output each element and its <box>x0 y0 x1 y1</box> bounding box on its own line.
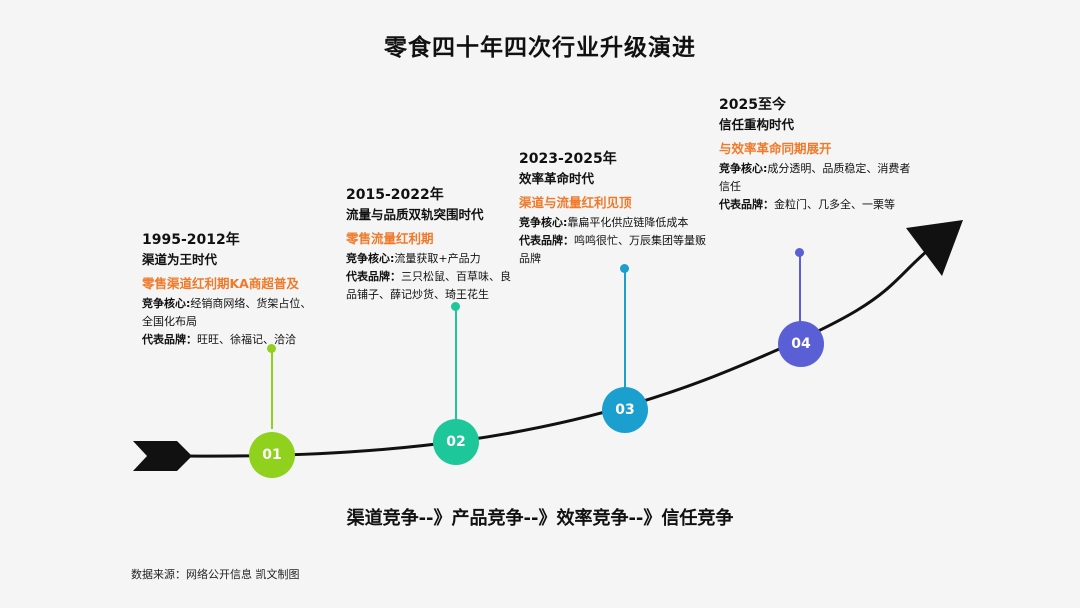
stage-era: 流量与品质双轨突围时代 <box>346 207 484 222</box>
core-label: 竞争核心: <box>142 297 191 310</box>
core-text: 靠扁平化供应链降低成本 <box>567 216 689 229</box>
stage-era: 效率革命时代 <box>519 171 595 186</box>
stage-info-04: 2025至今 信任重构时代 与效率革命同期展开 竞争核心:成分透明、品质稳定、消… <box>719 96 915 214</box>
brands-text: 金粒门、几多全、一栗等 <box>774 198 895 211</box>
core-text: 经销商网络、货架占位、全国化布局 <box>142 297 312 328</box>
stage-era: 渠道为王时代 <box>142 252 218 267</box>
stem-03 <box>624 268 626 390</box>
stage-tag: 零售渠道红利期KA商超普及 <box>142 276 299 291</box>
stage-node-01: 01 <box>249 432 295 478</box>
stage-node-03: 03 <box>602 387 648 433</box>
stage-period: 2023-2025年 <box>519 151 617 167</box>
stem-01 <box>271 349 273 429</box>
source-note: 数据来源：网络公开信息 凯文制图 <box>131 568 300 581</box>
stem-dot-01 <box>267 344 276 353</box>
stage-info-02: 2015-2022年 流量与品质双轨突围时代 零售流量红利期 竞争核心:流量获取… <box>346 186 518 304</box>
stem-02 <box>455 307 457 422</box>
core-label: 竞争核心: <box>519 216 568 229</box>
brands-label: 代表品牌： <box>719 198 774 211</box>
stage-period: 2025至今 <box>719 97 786 113</box>
stage-info-03: 2023-2025年 效率革命时代 渠道与流量红利见顶 竞争核心:靠扁平化供应链… <box>519 150 709 268</box>
stem-04 <box>799 253 801 323</box>
core-text: 成分透明、品质稳定、消费者信任 <box>719 162 911 193</box>
brands-text: 旺旺、徐福记、洽洽 <box>197 333 296 346</box>
growth-curve <box>184 242 936 458</box>
core-label: 竞争核心: <box>719 162 768 175</box>
core-text: 流量获取+产品力 <box>394 252 481 265</box>
stem-dot-02 <box>451 302 460 311</box>
stage-tag: 与效率革命同期展开 <box>719 141 832 156</box>
stage-tag: 渠道与流量红利见顶 <box>519 195 632 210</box>
stage-period: 2015-2022年 <box>346 187 444 203</box>
brands-label: 代表品牌： <box>519 234 574 247</box>
stage-node-04: 04 <box>778 321 824 367</box>
stage-period: 1995-2012年 <box>142 232 240 248</box>
brands-label: 代表品牌： <box>346 270 401 283</box>
brands-text: 三只松鼠、百草味、良品铺子、薛记炒货、琦王花生 <box>346 270 511 301</box>
core-label: 竞争核心: <box>346 252 395 265</box>
brands-label: 代表品牌： <box>142 333 197 346</box>
stem-dot-03 <box>620 264 629 273</box>
page-title: 零食四十年四次行业升级演进 <box>384 35 696 61</box>
stage-info-01: 1995-2012年 渠道为王时代 零售渠道红利期KA商超普及 竞争核心:经销商… <box>142 231 322 349</box>
curve-tail-icon <box>133 441 192 471</box>
stage-era: 信任重构时代 <box>719 117 795 132</box>
stage-node-02: 02 <box>433 419 479 465</box>
brands-text: 鸣鸣很忙、万辰集团等量贩品牌 <box>519 234 706 265</box>
curve-arrowhead <box>906 220 963 276</box>
stem-dot-04 <box>795 248 804 257</box>
stage-tag: 零售流量红利期 <box>346 231 434 246</box>
progression-summary: 渠道竞争--》产品竞争--》效率竞争--》信任竞争 <box>346 508 734 529</box>
